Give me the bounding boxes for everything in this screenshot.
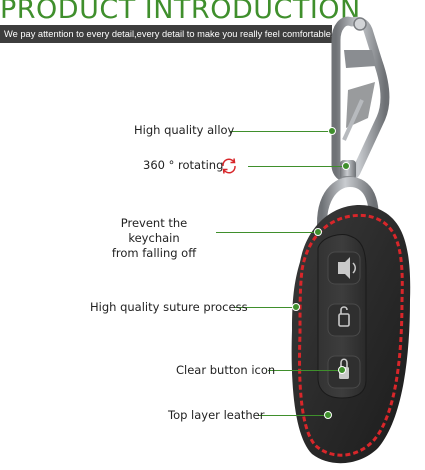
leader-line-leather xyxy=(258,415,326,416)
leader-line-button xyxy=(268,370,340,371)
pointer-dot-rotating xyxy=(342,162,350,170)
feature-label-leather: Top layer leather xyxy=(168,408,265,422)
feature-label-prevent-line2: from falling off xyxy=(111,246,197,260)
pointer-dot-button xyxy=(338,366,346,374)
leather-cover xyxy=(291,204,411,464)
feature-label-suture: High quality suture process xyxy=(90,300,248,314)
feature-label-rotating: 360 ° rotating xyxy=(143,158,224,172)
pointer-dot-suture xyxy=(292,303,300,311)
leader-line-alloy xyxy=(230,131,330,132)
carabiner-clip xyxy=(331,16,390,183)
feature-label-button: Clear button icon xyxy=(176,363,276,377)
leader-line-prevent xyxy=(216,232,316,233)
pointer-dot-leather xyxy=(324,411,332,419)
leader-line-suture xyxy=(234,307,294,308)
feature-label-prevent: Prevent the keychain from falling off xyxy=(98,216,210,261)
pointer-dot-alloy xyxy=(328,127,336,135)
unlock-button-icon xyxy=(338,313,350,327)
leader-line-rotating xyxy=(248,166,344,167)
subtitle-banner: We pay attention to every detail,every d… xyxy=(0,25,332,43)
horn-button-icon xyxy=(338,257,350,279)
pointer-dot-prevent xyxy=(314,228,322,236)
feature-label-prevent-line1: Prevent the keychain xyxy=(120,216,188,245)
rotate-arrows-icon xyxy=(222,158,236,174)
feature-label-alloy: High quality alloy xyxy=(134,123,235,137)
page-title: PRODUCT INTRODUCTION xyxy=(0,0,361,25)
